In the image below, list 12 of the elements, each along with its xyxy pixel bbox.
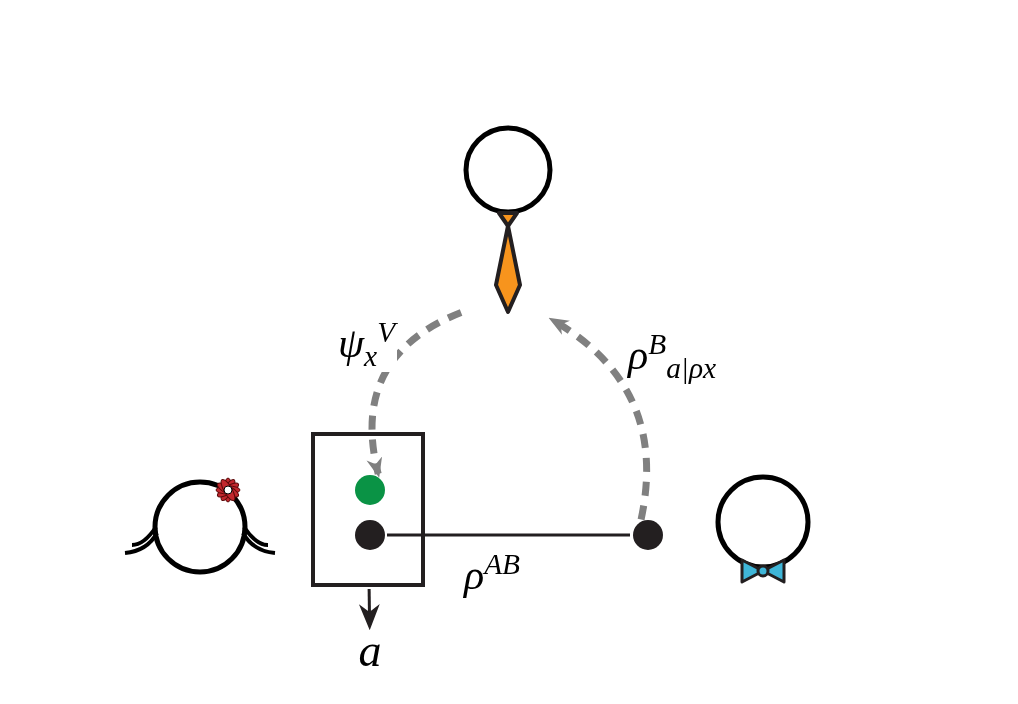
measurement-box bbox=[311, 432, 425, 587]
outcome-label: a bbox=[350, 628, 390, 674]
dashed-arrow bbox=[367, 309, 463, 478]
connector-line bbox=[387, 533, 630, 537]
person-with-flower-drawing bbox=[122, 475, 278, 576]
state-dot bbox=[355, 475, 385, 505]
person-with-bowtie-drawing bbox=[714, 474, 812, 586]
dashed-arrow bbox=[548, 316, 650, 521]
particle-dot bbox=[355, 520, 385, 550]
person-with-tie-drawing bbox=[462, 125, 554, 317]
particle-dot bbox=[633, 520, 663, 550]
arrow bbox=[358, 588, 380, 631]
